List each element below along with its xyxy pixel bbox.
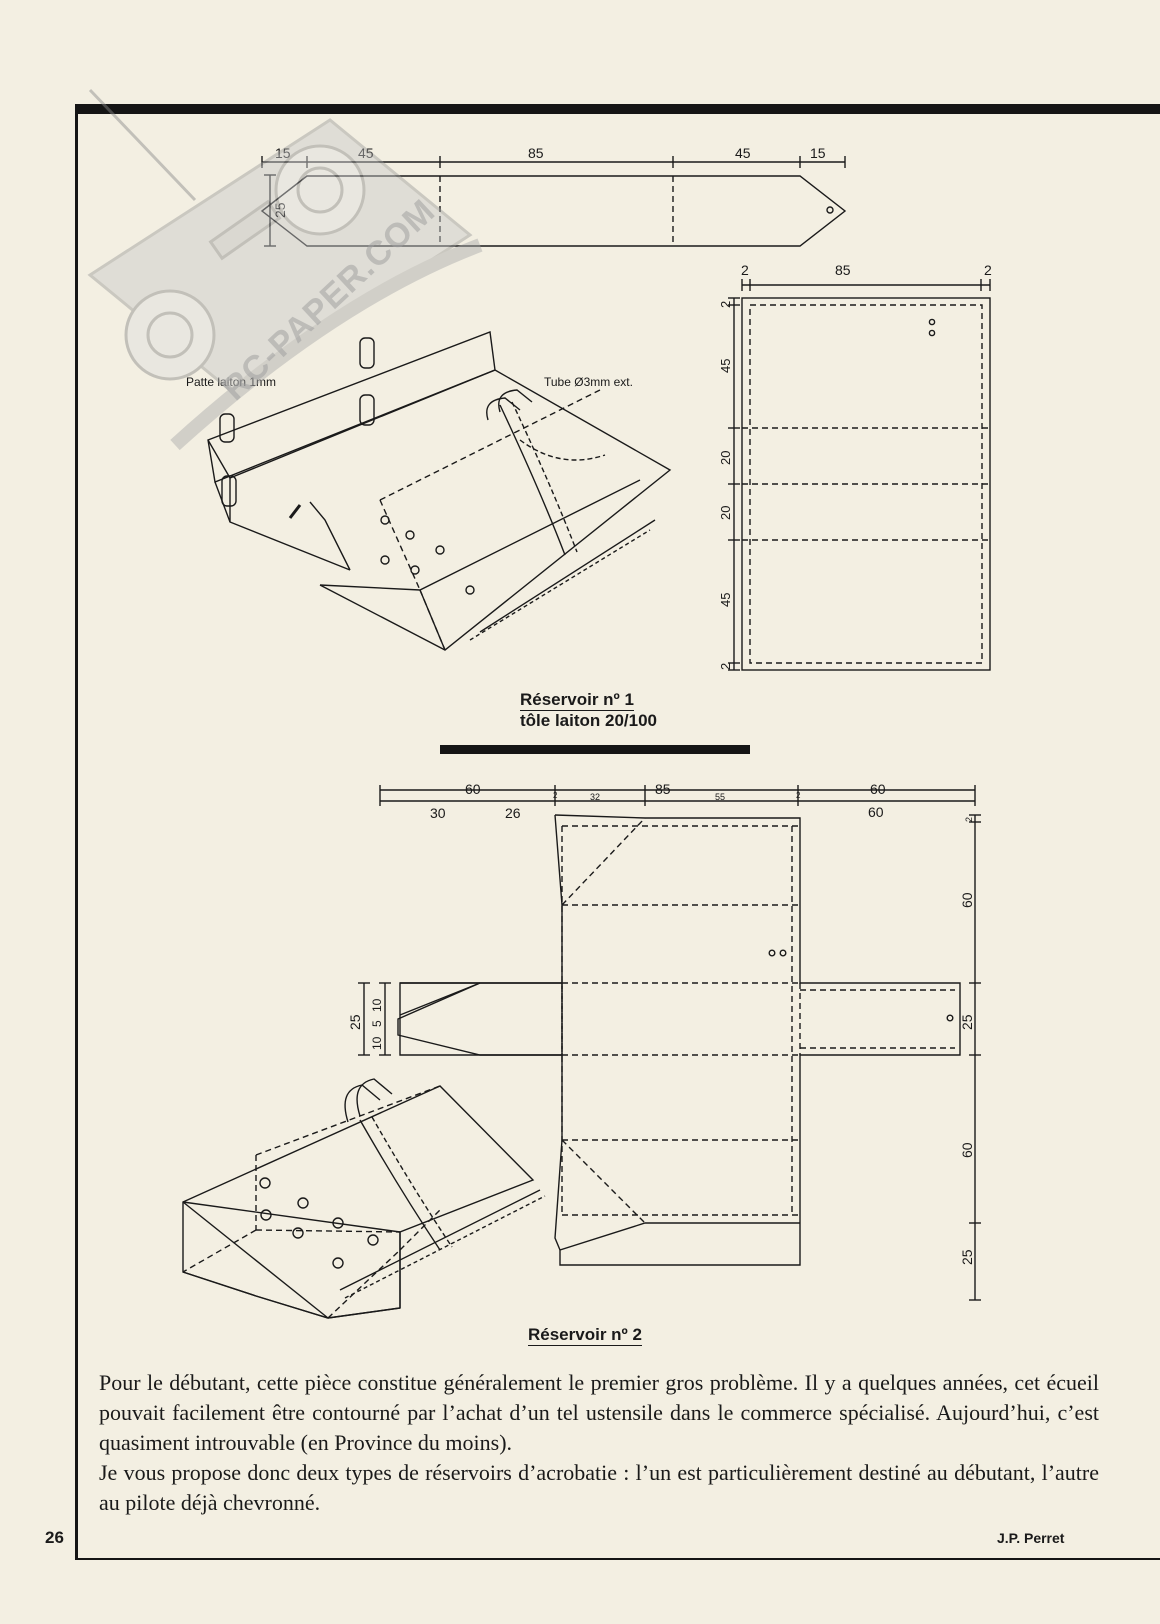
article-paragraph-2: Je vous propose donc deux types de réser… <box>99 1460 1099 1515</box>
tank2-low-dim-60: 60 <box>868 804 884 820</box>
page-number: 26 <box>45 1528 64 1547</box>
article-body: Pour le débutant, cette pièce constitue … <box>99 1368 1099 1518</box>
tank1-panel-side-5: 45 <box>718 593 733 607</box>
tank1-strip-dim-5: 15 <box>810 145 826 161</box>
tank1-panel-dim-width: 85 <box>835 262 851 278</box>
tank2-right-dim-60a: 60 <box>959 892 975 908</box>
tank1-panel-side-6: 2 <box>718 663 733 670</box>
tank2-caption: Réservoir nº 2 <box>528 1325 642 1346</box>
separator-bar <box>440 745 750 754</box>
tank2-net: 60 85 60 30 26 2 32 55 2 60 <box>347 781 981 1301</box>
tank2-low-dim-32: 32 <box>590 792 600 802</box>
tank2-isometric <box>182 1078 546 1319</box>
tank1-label-patte: Patte laiton 1mm <box>186 375 276 389</box>
tank2-top-dim-60b: 60 <box>870 781 886 797</box>
tank2-low-dim-55: 55 <box>715 792 725 802</box>
tank2-right-dim-25a: 25 <box>959 1014 975 1030</box>
tank2-low-dim-2b: 2 <box>796 791 801 800</box>
tank2-top-dim-85: 85 <box>655 781 671 797</box>
tank1-panel-dim-left: 2 <box>741 262 749 278</box>
tank2-left-dim-5: 5 <box>370 1020 384 1027</box>
tank2-left-dim-25: 25 <box>347 1014 363 1030</box>
bottom-rule <box>75 1558 1160 1560</box>
tank1-label-tube: Tube Ø3mm ext. <box>544 375 633 389</box>
tank1-panel-side-2: 45 <box>718 359 733 373</box>
tank2-top-dim-60a: 60 <box>465 781 481 797</box>
tank1-strip-height: 25 <box>272 202 288 218</box>
tank1-caption-line1: Réservoir nº 1 <box>520 690 634 711</box>
tank1-panel-side-4: 20 <box>718 506 733 520</box>
tank2-left-dim-10a: 10 <box>370 1036 384 1050</box>
tank1-isometric: Patte laiton 1mm Tube Ø3mm ext. <box>186 331 672 651</box>
tank1-strip-dim-3: 85 <box>528 145 544 161</box>
tank1-panel: 2 85 2 2 45 20 20 45 2 <box>718 262 992 671</box>
tank2-right-dim-25b: 25 <box>959 1249 975 1265</box>
tank1-strip-dim-2: 45 <box>358 145 374 161</box>
tank1-strip-dim-1: 15 <box>275 145 291 161</box>
top-rule <box>75 104 1160 114</box>
tank2-right-dim-60b: 60 <box>959 1142 975 1158</box>
tank1-caption-line2: tôle laiton 20/100 <box>520 711 657 730</box>
tank1-caption: Réservoir nº 1 tôle laiton 20/100 <box>520 690 657 731</box>
tank2-low-dim-30: 30 <box>430 805 446 821</box>
tank1-strip-dim-4: 45 <box>735 145 751 161</box>
tank2-left-dim-10b: 10 <box>370 998 384 1012</box>
tank2-right-dim-2: 2 <box>964 817 974 822</box>
tank1-strip: 15 45 85 45 15 25 <box>260 145 847 247</box>
tank2-low-dim-26: 26 <box>505 805 521 821</box>
tank1-panel-dim-right: 2 <box>984 262 992 278</box>
tank1-panel-side-3: 20 <box>718 451 733 465</box>
left-rule <box>75 104 78 1560</box>
author-credit: J.P. Perret <box>997 1530 1065 1546</box>
article-paragraph-1: Pour le débutant, cette pièce constitue … <box>99 1370 1099 1455</box>
tank1-panel-side-1: 2 <box>718 301 733 308</box>
tank2-low-dim-2a: 2 <box>553 791 558 800</box>
